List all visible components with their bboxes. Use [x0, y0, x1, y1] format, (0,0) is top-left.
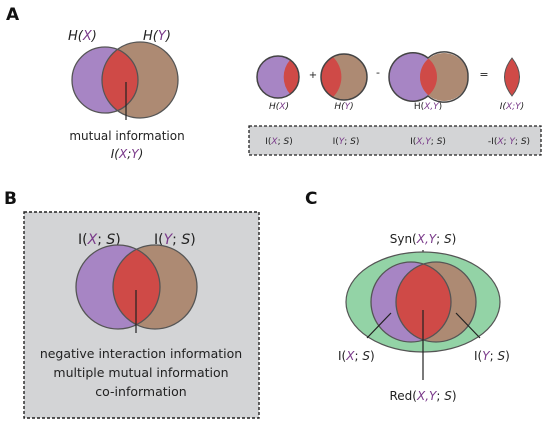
venn-b: [75, 244, 198, 330]
op-plus: +: [309, 70, 317, 81]
panel-b-label: B: [4, 189, 17, 209]
iys-label-b: I(Y; S): [154, 232, 196, 248]
hy-label: H(Y): [143, 29, 171, 44]
term-label-ixy: I(X;Y): [500, 102, 524, 112]
syn-label: Syn(X,Y; S): [390, 232, 457, 246]
ixs-label-c: I(X; S): [338, 349, 375, 363]
ixs-label-b: I(X; S): [78, 232, 121, 248]
op-minus: -: [376, 66, 380, 79]
hy-outline: [101, 41, 179, 119]
red-label: Red(X,Y; S): [389, 389, 456, 403]
venn-a-main: [71, 41, 179, 119]
box-term-ixys: I(X,Y; S): [410, 137, 446, 147]
term-label-hx: H(X): [269, 102, 289, 112]
mi-label: mutual information: [69, 129, 184, 143]
eq-term-ixy: [504, 57, 520, 97]
hx-label: H(X): [68, 29, 97, 44]
box-term-iys: I(Y; S): [333, 137, 360, 147]
panel-c-label: C: [305, 189, 317, 209]
box-term-ixs: I(X; S): [265, 137, 292, 147]
info-box-a: [248, 125, 542, 156]
panel-a-label: A: [6, 5, 20, 25]
ixs-pointer-c: [366, 312, 392, 339]
iys-pointer-c: [455, 312, 481, 339]
term-label-hxy: H(X,Y): [414, 102, 442, 112]
desc-line-3: co-information: [95, 384, 186, 399]
venn-c: [370, 261, 477, 343]
iys-label-c: I(Y; S): [474, 349, 510, 363]
hx-outline: [71, 46, 139, 114]
eq-term-hxy: [388, 51, 469, 103]
box-term-neg-ixys: -I(X; Y; S): [488, 137, 530, 147]
term-label-hy: H(Y): [334, 102, 353, 112]
desc-line-2: multiple mutual information: [53, 365, 228, 380]
mi-formula: I(X;Y): [111, 147, 144, 161]
op-equals: =: [479, 68, 488, 81]
eq-term-hy: [320, 53, 368, 101]
overlap-a: [102, 47, 138, 113]
desc-line-1: negative interaction information: [40, 346, 242, 361]
eq-term-hx: [256, 55, 300, 99]
